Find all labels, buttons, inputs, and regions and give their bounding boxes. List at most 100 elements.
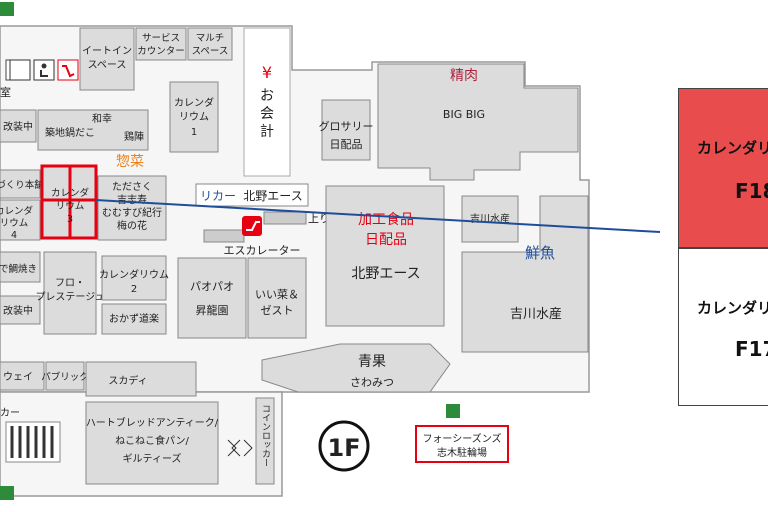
tadasaku-label-2: 吉志寿 [117,193,147,206]
sawamitsu-label: さわみつ [350,376,394,389]
calendarium3-label-2: リウム [56,201,85,212]
store-kaizouchu-top[interactable] [0,109,37,143]
four-seasons-label-2: 志木駐輪場 [437,446,487,459]
exit-icon-right [446,404,460,418]
store-grocery[interactable] [321,99,371,161]
kakou-label-1: 加工食品 [358,211,414,228]
legend-f17[interactable]: カレンダリ F17 [678,248,768,406]
sozai-label: 惣菜 [116,154,144,170]
toilet-icon [9,59,31,81]
tsukiji-label: 築地鍋だこ [45,126,95,139]
calendarium1-label-1: カレンダ [174,96,214,109]
multi-space-label-1: マルチ [196,33,225,44]
kitano-ace-main-label: 北野エース [351,266,420,282]
okazu-label: おかず道楽 [109,312,159,325]
flower-label-2: プレステージュ [35,291,104,303]
kaizouchu-top-label: 改装中 [3,120,33,133]
four-seasons-box[interactable] [415,425,509,463]
honzukuri-label: づくり本舗 [0,179,44,191]
calendarium1-label-3: 1 [191,127,197,138]
heartbread-label-2: ねこねこ食パン/ [115,434,189,447]
heartbread-label-1: ハートブレッドアンティーク/ [86,416,219,429]
exit-icon-bottom [0,486,14,500]
connector-line [95,199,661,233]
escalator-icon [242,216,262,236]
store-paopao[interactable] [177,257,247,339]
big-big-label: BIG BIG [443,108,485,121]
store-taiyaki[interactable] [0,251,41,283]
calendarium4-label-2: リウム [0,218,28,229]
coin-locker[interactable] [255,397,275,485]
legend-f18[interactable]: カレンダリ F18 [678,88,768,248]
store-honzukuri[interactable] [0,169,41,199]
legend-f18-name: カレンダリ [697,139,768,157]
checkout-label-1: お [260,88,274,104]
exit-icon-top [0,2,14,16]
calendarium1-label-2: リウム [179,111,209,123]
checkout-yen: ¥ [262,63,272,82]
entrance-doors [227,439,253,457]
heartbread-label-3: ギルティーズ [123,452,182,465]
kitano-ace-top-label: 北野エース [243,189,302,203]
store-public[interactable] [45,361,85,391]
paopao-label-1: パオパオ [190,280,234,293]
tonbou-label: 鶏陣 [124,130,144,143]
calendarium3-label-3: 3 [67,214,73,225]
store-kitano-ace[interactable] [325,185,445,327]
service-counter-label-2: カウンター [137,46,185,57]
sukadi-label: スカディ [108,374,147,387]
tadasaku-label-4: 梅の花 [117,219,147,232]
store-calendarium-4[interactable] [0,199,41,241]
checkout-area [243,27,291,177]
iinasai-label-2: ゼスト [261,304,294,317]
escalator-label: エスカレーター [224,244,301,257]
wakou-label: 和幸 [92,113,112,125]
store-okazu[interactable] [101,303,167,335]
store-tadasaku[interactable] [97,175,167,241]
taiyaki-label: で鯛焼き [0,263,37,275]
store-iinasai[interactable] [247,257,307,339]
calendarium4-label-3: 4 [11,230,17,241]
iinasai-label-1: いい菜＆ [255,288,299,301]
kakou-label-2: 日配品 [365,232,407,248]
calendarium2-label-2: 2 [131,284,137,295]
store-liquor-kitano[interactable] [195,183,309,207]
store-sukadi[interactable] [85,361,197,397]
escalator-steps-left [203,229,245,243]
service-counter-label-1: サービス [142,33,180,44]
seika-label: 青果 [358,354,386,370]
calendarium4-label-1: カレンダ [0,205,33,217]
toilet-room-label: 室 [0,85,11,99]
coin-locker-label: コインロッカー [260,404,271,467]
store-calendarium-2[interactable] [101,255,167,301]
store-yoshikawa-small[interactable] [461,195,519,243]
floor-label: 1F [327,434,360,462]
legend-f17-name: カレンダリ [697,299,768,317]
paopao-label-2: 昇龍園 [196,303,229,317]
escalator-steps-right [263,211,307,225]
store-tsukiji-wakou[interactable] [37,109,149,151]
store-heartbread[interactable] [85,401,219,485]
calendarium2-label-1: カレンダリウム [99,268,169,281]
store-seiniku[interactable] [377,63,579,181]
multi-space-label-2: スペース [192,46,229,57]
store-flower[interactable] [43,251,97,335]
store-yoshikawa-main[interactable] [461,195,589,353]
eat-in-label-1: イートイン [82,46,132,57]
calendarium3-label-1: カレンダ [51,187,90,199]
grocery-label-2: 日配品 [330,138,363,151]
seiniku-label: 精肉 [450,68,478,84]
store-kaizouchu-mid[interactable] [0,295,41,325]
store-seika[interactable] [261,343,451,393]
tadasaku-label-1: たださく [112,181,152,193]
store-eat-in[interactable] [79,27,135,91]
store-calendarium-1[interactable] [169,81,219,153]
legend-f17-code: F17 [735,337,768,361]
store-multi-space[interactable] [187,27,233,61]
subway-label: ウェイ [3,371,33,383]
store-subway[interactable] [0,361,45,391]
checkout-label-2: 会 [260,106,274,122]
store-service-counter[interactable] [135,27,187,61]
sengyo-label: 鮮魚 [525,244,555,262]
checkout-label-3: 計 [260,124,274,140]
